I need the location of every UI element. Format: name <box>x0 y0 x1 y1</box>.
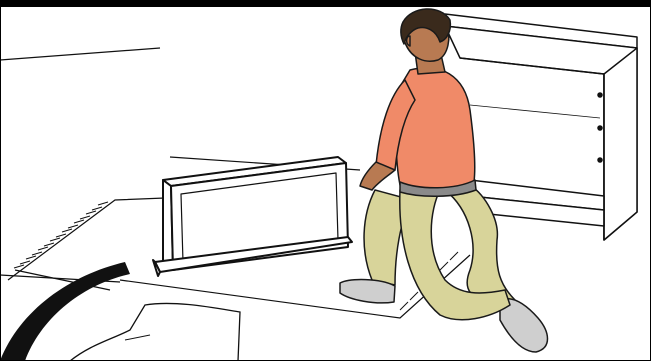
ruler-ticks <box>14 202 108 268</box>
drawer-panel <box>153 157 352 276</box>
instruction-sheet <box>70 303 240 361</box>
